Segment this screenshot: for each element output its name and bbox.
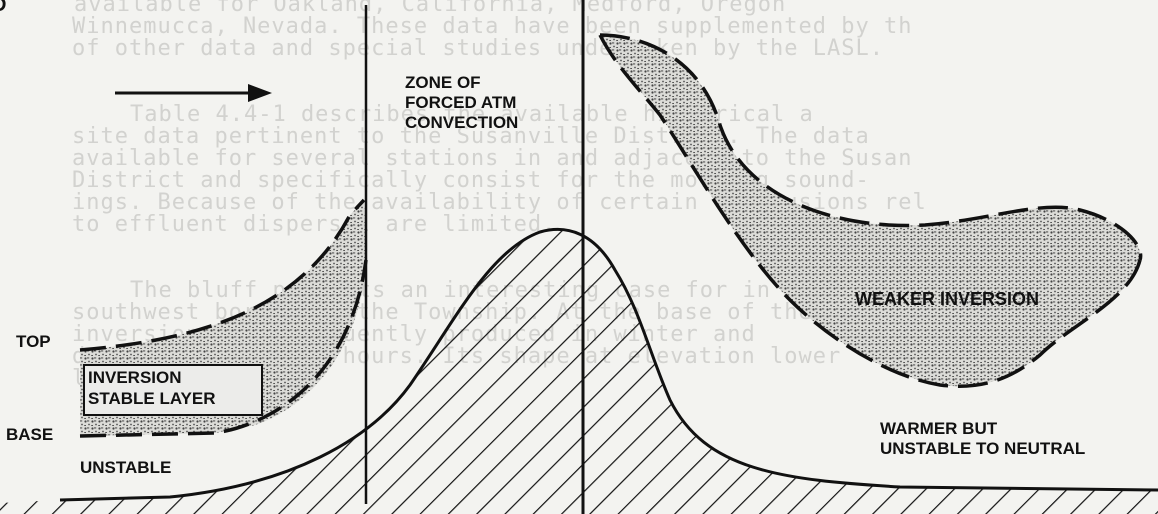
- unstable-label: UNSTABLE: [80, 457, 171, 479]
- warmer-label-line: UNSTABLE TO NEUTRAL: [880, 438, 1085, 460]
- zone-label-line: ZONE OF: [405, 72, 481, 94]
- wind-arrow-head: [248, 84, 272, 102]
- zone-label-line: FORCED ATM: [405, 92, 516, 114]
- weaker-inversion-band: [600, 35, 1141, 386]
- inversion-label-line: STABLE LAYER: [88, 388, 216, 410]
- base-label: BASE: [6, 424, 53, 446]
- weaker-inversion-label: WEAKER INVERSION: [855, 288, 1039, 310]
- warmer-label-line: WARMER BUT: [880, 418, 997, 440]
- inversion-label-line: INVERSION: [88, 367, 182, 389]
- top-label: TOP: [16, 331, 51, 353]
- figure-corner-letter: D: [0, 0, 6, 16]
- zone-label-line: CONVECTION: [405, 112, 518, 134]
